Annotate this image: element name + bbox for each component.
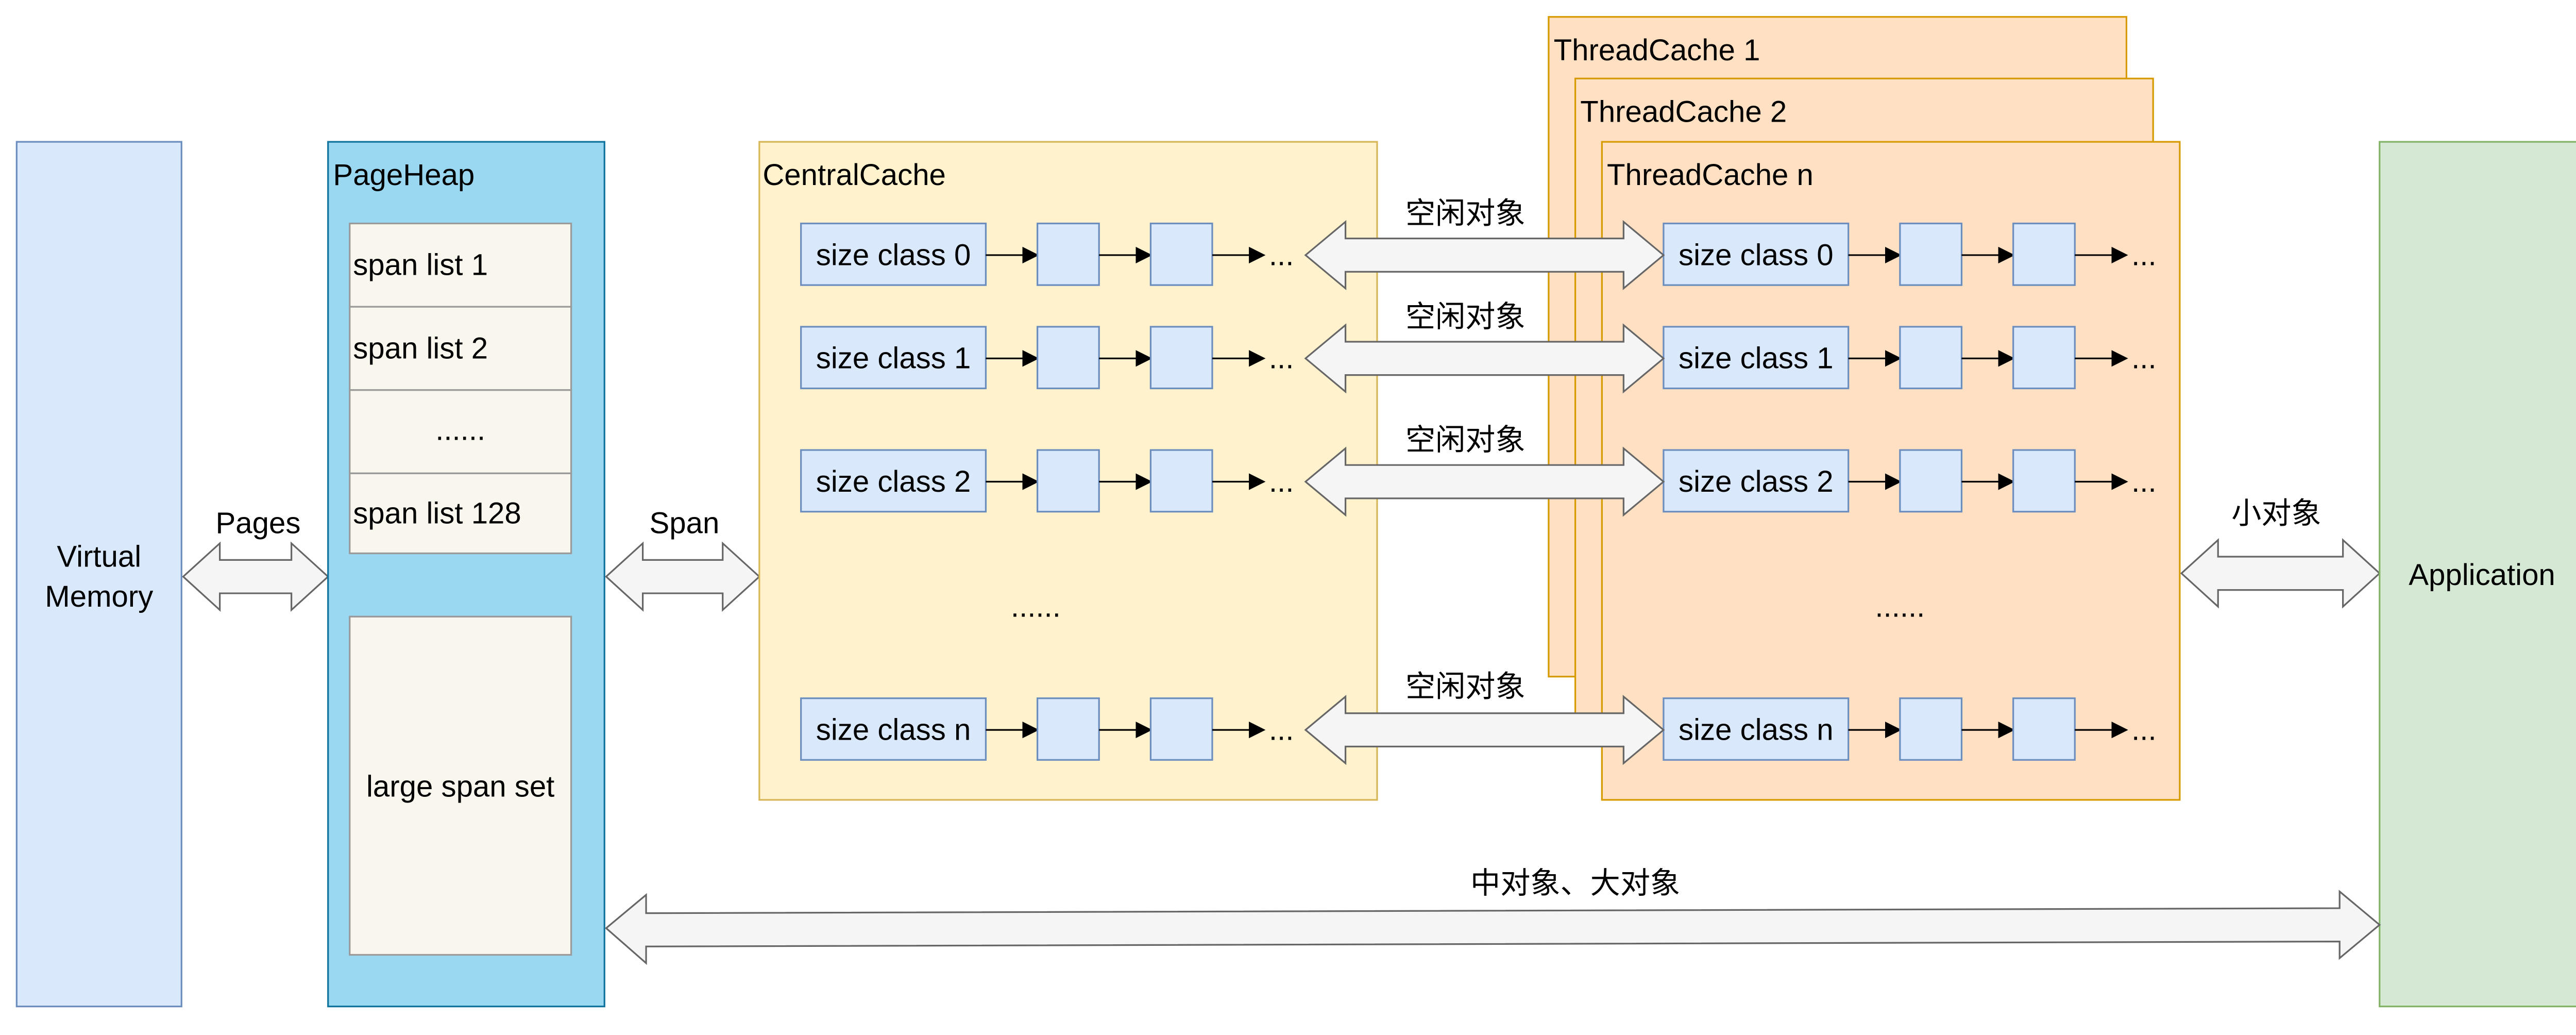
central-size-class-row-2: size class 2 ... xyxy=(800,449,1294,513)
free-object-node xyxy=(1037,449,1100,513)
free-object-node xyxy=(1149,222,1213,286)
thread-cache-2-title: ThreadCache 2 xyxy=(1580,95,1787,128)
pages-link: Pages xyxy=(182,507,330,612)
free-object-label: 空闲对象 xyxy=(1405,423,1526,457)
span-list-128: span list 128 xyxy=(349,472,572,555)
thread-cache-n-title: ThreadCache n xyxy=(1607,158,1814,192)
list-ellipsis: ... xyxy=(2131,238,2156,272)
span-double-arrow xyxy=(605,541,761,612)
page-heap-block: PageHeap span list 1 span list 2 ...... … xyxy=(327,141,605,1008)
central-size-class-0-label: size class 0 xyxy=(816,238,971,272)
thread-cache-1-title: ThreadCache 1 xyxy=(1554,34,1760,67)
span-list-1: span list 1 xyxy=(349,222,572,308)
thread-cache-n-block: ThreadCache n size class 0 ... size clas… xyxy=(1601,141,2181,801)
medium-large-objects-link: 中对象、大对象 xyxy=(605,866,2381,965)
pages-label: Pages xyxy=(216,507,301,540)
thread-size-class-row-n: size class n ... xyxy=(1663,697,2157,761)
free-object-node xyxy=(2012,449,2076,513)
free-object-transfer-row-1: 空闲对象 xyxy=(1304,300,1665,394)
free-object-node xyxy=(2012,697,2076,761)
free-object-label: 空闲对象 xyxy=(1405,300,1526,333)
list-ellipsis: ... xyxy=(2131,713,2156,746)
central-size-class-row-n: size class n ... xyxy=(800,697,1294,761)
list-ellipsis: ... xyxy=(1269,713,1294,746)
span-list-ellipsis-label: ...... xyxy=(435,413,485,447)
span-label: Span xyxy=(649,507,719,540)
application-label: Application xyxy=(2409,558,2555,592)
central-cache-block: CentralCache size class 0 ... size class… xyxy=(758,141,1378,801)
free-object-node xyxy=(2012,222,2076,286)
thread-size-class-1-label: size class 1 xyxy=(1679,342,1834,375)
medium-large-objects-label: 中对象、大对象 xyxy=(1470,866,1680,900)
free-object-node xyxy=(1899,222,1963,286)
application-block: Application xyxy=(2379,141,2576,1008)
thread-size-class-2-label: size class 2 xyxy=(1679,465,1834,498)
free-object-transfer-row-2: 空闲对象 xyxy=(1304,423,1665,517)
span-list-2: span list 2 xyxy=(349,306,572,391)
central-size-class-1-label: size class 1 xyxy=(816,342,971,375)
span-list-ellipsis: ...... xyxy=(349,389,572,474)
free-object-label: 空闲对象 xyxy=(1405,670,1526,703)
free-object-label: 空闲对象 xyxy=(1405,197,1526,230)
free-object-node xyxy=(1037,222,1100,286)
free-object-node xyxy=(1149,326,1213,390)
free-object-transfer-row-0: 空闲对象 xyxy=(1304,197,1665,291)
thread-size-class-row-1: size class 1 ... xyxy=(1663,326,2157,390)
central-size-class-row-1: size class 1 ... xyxy=(800,326,1294,390)
free-object-node xyxy=(1149,449,1213,513)
list-ellipsis: ... xyxy=(1269,465,1294,498)
large-span-set-label: large span set xyxy=(366,770,554,803)
free-object-node xyxy=(2012,326,2076,390)
list-ellipsis: ... xyxy=(1269,342,1294,375)
large-span-set: large span set xyxy=(349,615,572,956)
thread-vertical-ellipsis: ...... xyxy=(1875,590,1925,623)
central-size-class-row-0: size class 0 ... xyxy=(800,222,1294,286)
virtual-memory-label-line2: Memory xyxy=(45,580,153,613)
central-size-class-n-label: size class n xyxy=(816,713,971,746)
medium-large-objects-double-arrow xyxy=(605,890,2381,965)
virtual-memory-block: Virtual Memory xyxy=(15,141,182,1008)
span-list-1-label: span list 1 xyxy=(353,248,488,282)
free-object-node xyxy=(1899,697,1963,761)
thread-size-class-n-label: size class n xyxy=(1679,713,1834,746)
free-object-node xyxy=(1037,326,1100,390)
free-object-double-arrow xyxy=(1304,446,1665,517)
list-ellipsis: ... xyxy=(1269,238,1294,272)
free-object-double-arrow xyxy=(1304,695,1665,765)
page-heap-title: PageHeap xyxy=(333,158,474,192)
central-cache-title: CentralCache xyxy=(762,158,946,192)
free-object-double-arrow xyxy=(1304,323,1665,394)
small-objects-double-arrow xyxy=(2180,538,2381,609)
free-object-transfer-row-n: 空闲对象 xyxy=(1304,670,1665,765)
span-list-2-label: span list 2 xyxy=(353,331,488,365)
span-link: Span xyxy=(605,507,761,612)
virtual-memory-label-line1: Virtual xyxy=(57,540,141,573)
thread-size-class-0-label: size class 0 xyxy=(1679,238,1834,272)
thread-size-class-row-2: size class 2 ... xyxy=(1663,449,2157,513)
span-list-128-label: span list 128 xyxy=(353,496,521,530)
free-object-node xyxy=(1149,697,1213,761)
free-object-double-arrow xyxy=(1304,220,1665,291)
free-object-node xyxy=(1899,449,1963,513)
free-object-node xyxy=(1899,326,1963,390)
central-vertical-ellipsis: ...... xyxy=(1011,590,1061,623)
thread-size-class-row-0: size class 0 ... xyxy=(1663,222,2157,286)
list-ellipsis: ... xyxy=(2131,342,2156,375)
small-objects-label: 小对象 xyxy=(2231,496,2321,530)
central-size-class-2-label: size class 2 xyxy=(816,465,971,498)
list-ellipsis: ... xyxy=(2131,465,2156,498)
free-object-node xyxy=(1037,697,1100,761)
pages-double-arrow xyxy=(182,541,330,612)
small-objects-link: 小对象 xyxy=(2180,496,2381,609)
